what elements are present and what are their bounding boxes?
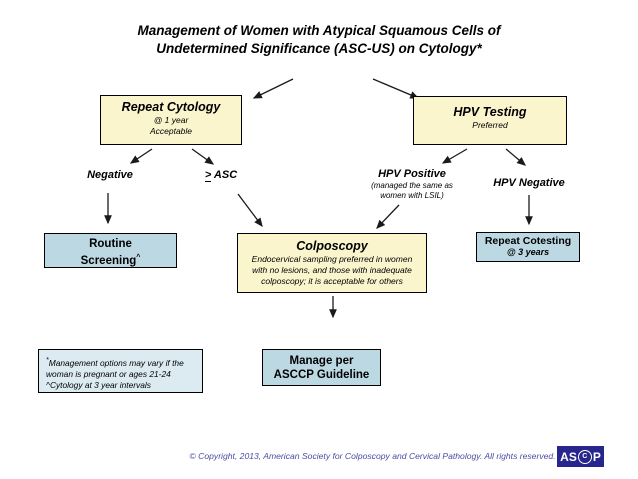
node-repeat-cotesting: Repeat Cotesting @ 3 years bbox=[476, 232, 580, 262]
repeat-cotesting-sub: @ 3 years bbox=[506, 247, 550, 257]
colposcopy-sub3: colposcopy; it is acceptable for others bbox=[261, 276, 403, 286]
footnote-line1: *Management options may vary if the bbox=[46, 357, 184, 368]
footnote-line2: woman is pregnant or ages 21-24 bbox=[46, 368, 171, 379]
label-asc: > ASC bbox=[190, 169, 252, 182]
hpv-positive-sub1: (managed the same as bbox=[371, 181, 453, 190]
asc-text: ASC bbox=[211, 169, 238, 181]
arrow-title-to-hpv-testing bbox=[372, 78, 420, 99]
hpv-testing-sub: Preferred bbox=[472, 120, 508, 130]
manage-per-line1: Manage per bbox=[289, 355, 354, 367]
repeat-cytology-sub2: Acceptable bbox=[149, 126, 193, 136]
routine-screening-line1: Routine bbox=[89, 238, 132, 250]
node-manage-per-asccp: Manage per ASCCP Guideline bbox=[262, 349, 381, 386]
asccp-logo-as: AS bbox=[560, 449, 577, 464]
node-colposcopy: Colposcopy Endocervical sampling preferr… bbox=[237, 233, 427, 293]
node-routine-screening: Routine Screening^ bbox=[44, 233, 177, 268]
arrow-hpv-testing-to-hpv-positive bbox=[441, 148, 468, 164]
page-title-line2: Undetermined Significance (ASC-US) on Cy… bbox=[156, 41, 482, 56]
arrow-repeat-cytology-to-negative bbox=[129, 148, 153, 164]
label-hpv-negative: HPV Negative bbox=[493, 177, 565, 189]
hpv-positive-sub2: women with LSIL) bbox=[380, 191, 444, 200]
node-hpv-testing: HPV Testing Preferred bbox=[413, 96, 567, 145]
page-title-line1: Management of Women with Atypical Squamo… bbox=[137, 23, 501, 38]
colposcopy-sub2: with no lesions, and those with inadequa… bbox=[252, 265, 412, 275]
label-hpv-positive: HPV Positive (managed the same as women … bbox=[350, 168, 474, 201]
arrow-hpv-testing-to-hpv-negative bbox=[505, 148, 526, 166]
asc-gte-symbol: > bbox=[204, 169, 212, 182]
arrow-title-to-repeat-cytology bbox=[252, 78, 294, 99]
repeat-cotesting-heading: Repeat Cotesting bbox=[484, 235, 572, 247]
footnote-box: *Management options may vary if the woma… bbox=[38, 349, 203, 393]
repeat-cytology-heading: Repeat Cytology bbox=[121, 100, 221, 114]
asccp-logo-circled-c-icon: C bbox=[577, 449, 592, 464]
page-title: Management of Women with Atypical Squamo… bbox=[0, 22, 638, 58]
label-negative: Negative bbox=[87, 169, 133, 181]
node-repeat-cytology: Repeat Cytology @ 1 year Acceptable bbox=[100, 95, 242, 145]
copyright-text: © Copyright, 2013, American Society for … bbox=[189, 451, 556, 461]
hpv-testing-heading: HPV Testing bbox=[453, 105, 527, 119]
routine-screening-line2: Screening^ bbox=[80, 254, 141, 267]
hpv-positive-heading: HPV Positive bbox=[378, 168, 446, 180]
footnote-line3: ^Cytology at 3 year intervals bbox=[46, 379, 151, 390]
manage-per-line2: ASCCP Guideline bbox=[273, 369, 370, 381]
arrow-asc-to-colposcopy bbox=[237, 193, 263, 228]
arrow-hpv-positive-to-colposcopy bbox=[376, 204, 400, 229]
asccp-logo-p: P bbox=[592, 449, 601, 464]
arrow-repeat-cytology-to-asc bbox=[191, 148, 215, 165]
routine-screening-marker: ^ bbox=[136, 254, 141, 261]
footnote-marker1: * bbox=[46, 357, 49, 364]
repeat-cytology-sub1: @ 1 year bbox=[153, 115, 189, 125]
colposcopy-sub1: Endocervical sampling preferred in women bbox=[251, 254, 413, 264]
footnote-marker2: ^ bbox=[46, 379, 50, 390]
colposcopy-heading: Colposcopy bbox=[296, 239, 368, 253]
